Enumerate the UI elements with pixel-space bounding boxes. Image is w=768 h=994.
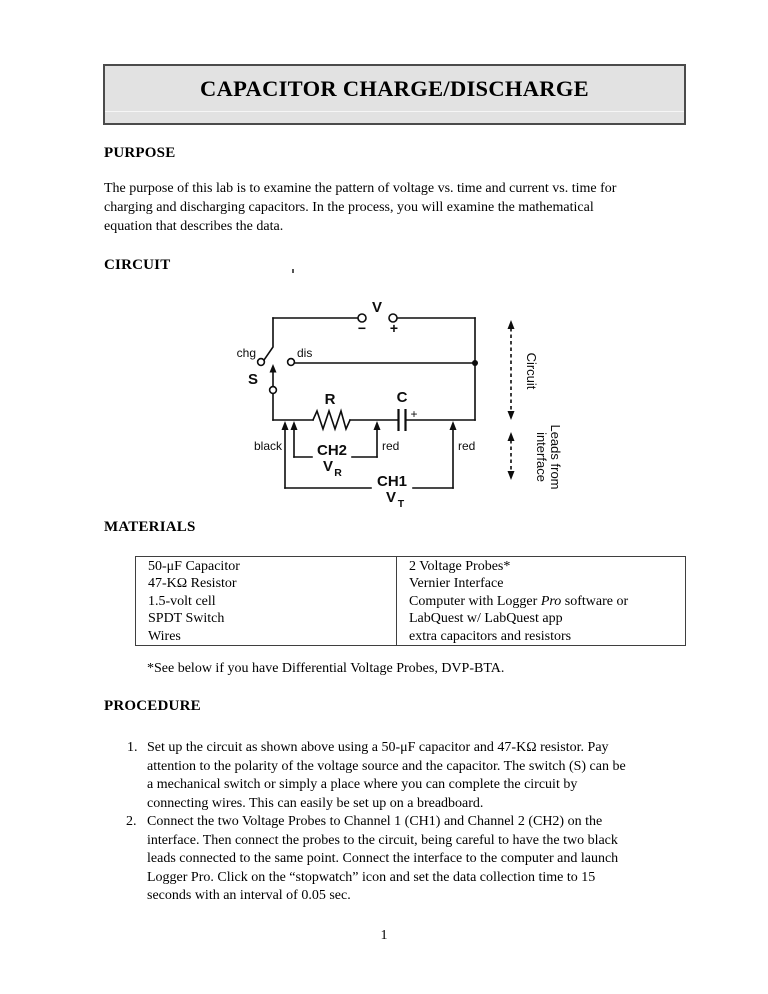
materials-right-line3-pre: Computer with Logger: [409, 593, 541, 609]
arrow-up-icon: [507, 320, 515, 329]
materials-table: 50-μF Capacitor 47-KΩ Resistor 1.5-volt …: [135, 556, 686, 646]
battery-icon: V − +: [357, 299, 398, 336]
ch1-bracket: CH1 V T: [284, 473, 454, 510]
resistor-label: R: [325, 391, 336, 408]
materials-right-line5: extra capacitors and resistors: [409, 628, 572, 644]
leads-span-label-line1: Leads from: [548, 424, 563, 489]
vr-subscript: R: [334, 467, 342, 479]
capacitor-icon: C +: [397, 389, 418, 431]
switch-chg-label: chg: [237, 346, 256, 360]
circuit-heading: CIRCUIT: [104, 257, 171, 273]
battery-label: V: [372, 299, 382, 316]
span-annotations: Circuit Leads from interface: [507, 320, 563, 490]
vr-label: V: [323, 458, 333, 475]
purpose-heading: PURPOSE: [104, 145, 176, 161]
purpose-paragraph: The purpose of this lab is to examine th…: [104, 181, 617, 234]
switch-arm: [262, 317, 274, 362]
junction-dot: [472, 360, 478, 366]
switch-label: S: [248, 371, 258, 388]
materials-heading: MATERIALS: [104, 519, 196, 535]
red-lead-label: red: [458, 439, 475, 453]
materials-table-left-cell: 50-μF Capacitor 47-KΩ Resistor 1.5-volt …: [136, 557, 397, 645]
materials-right-line4: LabQuest w/ LabQuest app: [409, 611, 563, 627]
vt-label: V: [386, 489, 396, 506]
ch2-bracket: CH2 V R: [293, 442, 378, 479]
battery-minus-sign: −: [358, 320, 366, 336]
switch-chg-contact: [256, 357, 266, 367]
title-banner: CAPACITOR CHARGE/DISCHARGE: [103, 64, 686, 125]
materials-footnote: *See below if you have Differential Volt…: [147, 661, 505, 676]
materials-right-line1: 2 Voltage Probes*: [409, 559, 511, 574]
red-lead-label: red: [382, 439, 399, 453]
materials-right-line3-italic: Pro: [540, 593, 562, 609]
switch-dis-contact: [286, 357, 296, 367]
circuit-diagram: V − + chg dis S R C +: [237, 299, 563, 510]
page-number: 1: [380, 928, 388, 943]
procedure-heading: PROCEDURE: [104, 698, 201, 714]
switch-arrow-icon: [269, 364, 277, 373]
arrow-up-icon: [507, 432, 515, 441]
probe-arrowhead-icon: [290, 421, 298, 430]
probe-arrowhead-icon: [281, 421, 289, 430]
probe-arrowhead-icon: [373, 421, 381, 430]
materials-table-right-cell: 2 Voltage Probes* Vernier Interface Comp…: [397, 557, 685, 645]
vt-subscript: T: [398, 498, 405, 510]
battery-neg-terminal: [357, 313, 367, 323]
black-lead-label: black: [254, 439, 283, 453]
procedure-item-number: 2.: [126, 814, 137, 829]
circuit-span-label: Circuit: [524, 353, 539, 390]
probe-leads: black red red: [254, 421, 475, 489]
materials-right-line2: Vernier Interface: [409, 576, 504, 592]
leads-span-label-line2: interface: [534, 432, 549, 482]
procedure-item-text: Set up the circuit as shown above using …: [147, 740, 626, 811]
probe-arrowhead-icon: [449, 421, 457, 430]
arrow-down-icon: [507, 471, 515, 480]
materials-right-line3-post: software or: [561, 593, 629, 609]
battery-plus-sign: +: [390, 320, 398, 336]
resistor-icon: R: [311, 391, 352, 432]
switch-pole-contact: [268, 385, 278, 395]
procedure-item-text: Connect the two Voltage Probes to Channe…: [147, 814, 619, 903]
procedure-item-number: 1.: [127, 740, 138, 755]
battery-pos-terminal: [388, 313, 398, 323]
page-title: CAPACITOR CHARGE/DISCHARGE: [200, 75, 589, 101]
capacitor-plus-sign: +: [410, 407, 417, 421]
ch2-label: CH2: [317, 442, 347, 459]
switch-dis-label: dis: [297, 346, 312, 360]
resistor-zigzag: [311, 408, 352, 432]
title-banner-strip: [105, 111, 684, 123]
stray-mark: [292, 269, 294, 273]
ch1-label: CH1: [377, 473, 407, 490]
capacitor-label: C: [397, 389, 408, 406]
circuit-wires: [262, 317, 478, 421]
arrow-down-icon: [507, 411, 515, 420]
switch-icon: chg dis S: [237, 346, 312, 395]
